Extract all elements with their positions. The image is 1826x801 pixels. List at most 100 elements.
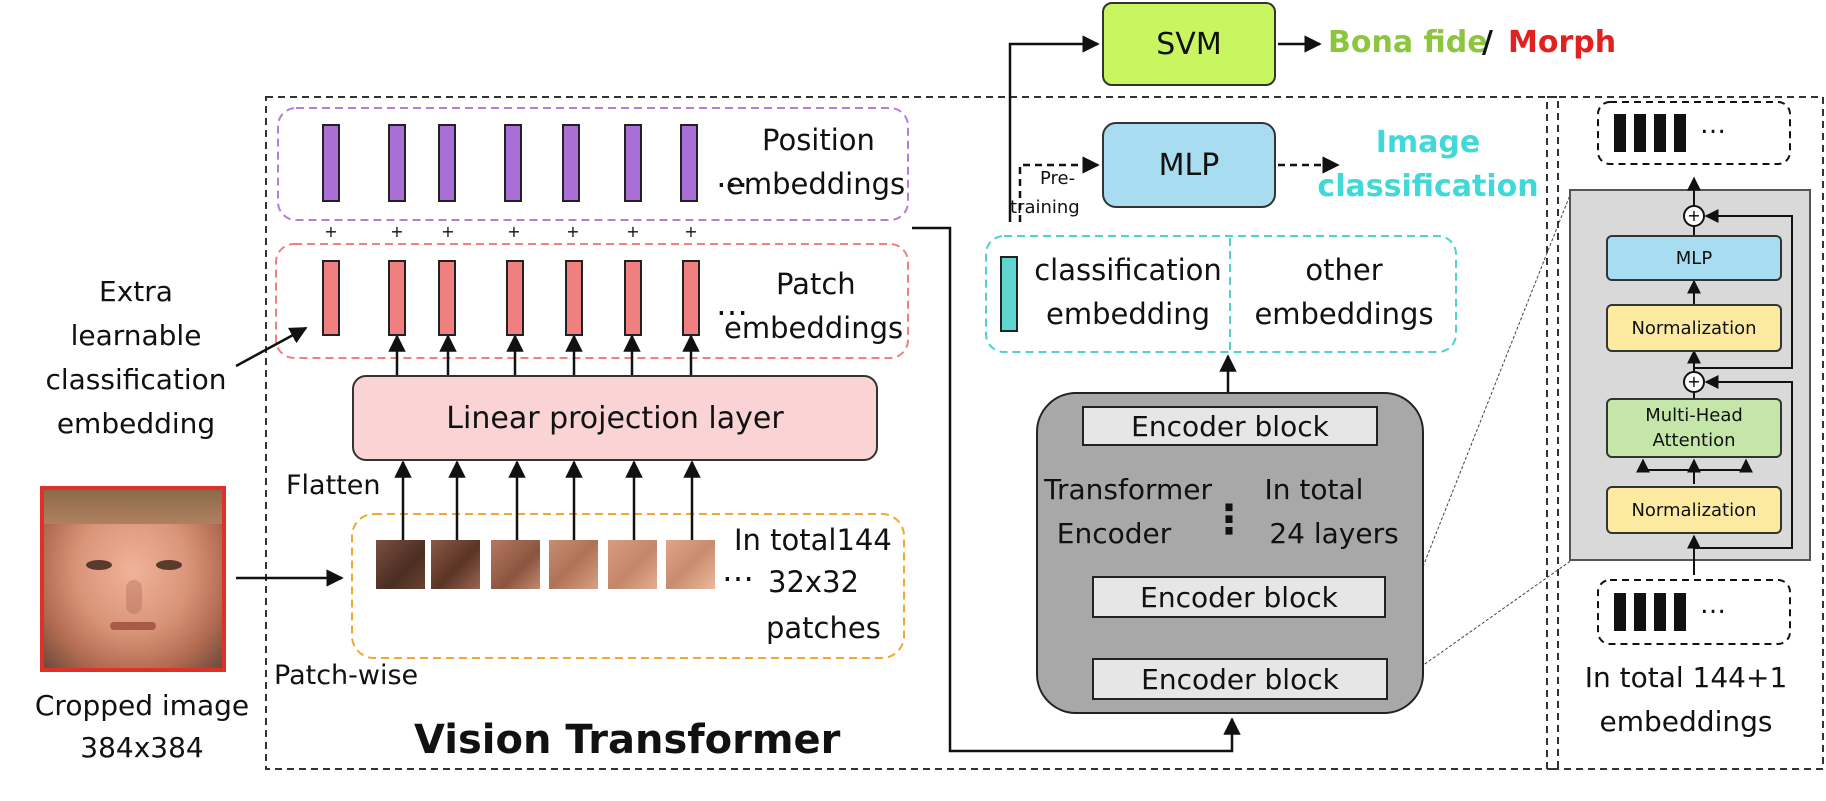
position-embeddings-label-line2: embeddings — [726, 167, 906, 201]
position-embedding-bar — [680, 124, 698, 202]
image-caption-line1: Cropped image — [34, 689, 250, 722]
vit-to-encoder-line — [912, 226, 1241, 753]
position-embedding-bar — [504, 124, 522, 202]
plus-sign: + — [566, 222, 580, 241]
svm-box: SVM — [1102, 2, 1276, 86]
position-embedding-bar — [438, 124, 456, 202]
plus-sign: + — [626, 222, 640, 241]
detail-output-tokens — [1597, 101, 1791, 165]
projection-arrows — [388, 334, 700, 375]
cropped-face-image — [40, 486, 226, 672]
patch-embedding-bar — [388, 260, 406, 336]
bona-fide-label: Bona fide — [1328, 25, 1488, 60]
position-ellipsis: … — [716, 157, 748, 195]
detail-normalization-bottom: Normalization — [1606, 486, 1782, 534]
position-embedding-bar — [624, 124, 642, 202]
flatten-label: Flatten — [286, 470, 381, 501]
patch-embedding-bar — [438, 260, 456, 336]
encoder-count-line1: In total — [1264, 473, 1364, 506]
patches-ellipsis: … — [722, 551, 754, 589]
extra-label-line3: classification — [45, 363, 227, 396]
plus-sign: + — [324, 222, 338, 241]
other-embeddings-line2: embeddings — [1254, 297, 1434, 331]
residual-add-bottom-sign: + — [1687, 372, 1700, 391]
detail-attention-line2: Attention — [1652, 430, 1736, 451]
transformer-encoder-label-line1: Transformer — [1043, 473, 1213, 506]
patches-label-line3: patches — [766, 611, 881, 645]
patch-embeddings-label-line1: Patch — [776, 267, 856, 301]
detail-input-token-bars — [1614, 593, 1686, 631]
plus-sign: + — [507, 222, 521, 241]
image-patch — [608, 540, 657, 589]
detail-total-line2: embeddings — [1599, 705, 1773, 738]
position-embedding-bar — [322, 124, 340, 202]
residual-add-top — [1683, 205, 1705, 227]
image-classification-line2: classification — [1317, 169, 1539, 204]
linear-projection-layer: Linear projection layer — [352, 375, 878, 461]
zoom-line-top — [1387, 189, 1573, 656]
image-patch — [491, 540, 540, 589]
encoder-block-top: Encoder block — [1082, 406, 1378, 446]
patches-label-line1: In total144 — [734, 523, 892, 557]
pretraining-label-line1: Pre- — [1040, 168, 1076, 189]
detail-input-ellipsis: … — [1700, 590, 1726, 620]
detail-attention-box: Multi-Head Attention — [1606, 398, 1782, 458]
patch-embeddings-group — [275, 243, 909, 359]
detail-normalization-top: Normalization — [1606, 304, 1782, 352]
classification-embedding-line1: classification — [1034, 253, 1222, 287]
other-embeddings-line1: other — [1305, 253, 1383, 287]
plus-sign: + — [441, 222, 455, 241]
position-embedding-bar — [562, 124, 580, 202]
extra-label-line1: Extra — [99, 275, 173, 308]
patches-group — [351, 513, 905, 659]
transformer-encoder-label-line2: Encoder — [1056, 517, 1172, 550]
extra-embedding-pointer — [235, 326, 308, 368]
classification-embedding-bar — [1000, 256, 1018, 332]
encoder-count-line2: 24 layers — [1269, 517, 1399, 550]
detail-total-line1: In total 144+1 — [1584, 661, 1788, 694]
patch-embedding-bar — [565, 260, 583, 336]
detail-output-token-bars — [1614, 114, 1686, 152]
patches-label-line2: 32x32 — [768, 565, 859, 599]
embedding-split-group — [985, 235, 1457, 353]
vit-frame — [265, 96, 1559, 770]
output-separator: / — [1482, 25, 1493, 60]
patch-embeddings-label-line2: embeddings — [724, 311, 904, 345]
extra-label-line2: learnable — [70, 319, 202, 352]
detail-attention-line1: Multi-Head — [1645, 404, 1743, 426]
detail-mlp-box: MLP — [1606, 235, 1782, 281]
patch-wise-label: Patch-wise — [274, 660, 419, 691]
position-embeddings-label-line1: Position — [762, 123, 875, 157]
detail-input-tokens — [1597, 579, 1791, 645]
classification-embedding-line2: embedding — [1045, 297, 1211, 331]
image-patch — [549, 540, 598, 589]
plus-sign: + — [390, 222, 404, 241]
patch-embedding-bar — [624, 260, 642, 336]
detail-output-ellipsis: … — [1700, 110, 1726, 140]
flatten-arrows — [394, 460, 701, 540]
encoder-repeat-dots: ⋮ — [1209, 497, 1249, 543]
encoder-detail-frame — [1546, 96, 1824, 770]
image-patch — [666, 540, 715, 589]
plus-sign: + — [684, 222, 698, 241]
patch-embedding-bar — [682, 260, 700, 336]
encoder-block-bottom: Encoder block — [1092, 658, 1388, 700]
image-patch — [431, 540, 480, 589]
residual-add-top-sign: + — [1687, 206, 1700, 225]
morph-label: Morph — [1508, 25, 1617, 60]
position-embedding-bar — [388, 124, 406, 202]
residual-add-bottom — [1683, 371, 1705, 393]
patch-ellipsis: … — [716, 285, 748, 323]
patch-embedding-bar — [506, 260, 524, 336]
to-svm-line — [1008, 35, 1100, 222]
patch-embedding-bar — [322, 260, 340, 336]
detail-flow — [1636, 176, 1793, 575]
encoder-block-middle: Encoder block — [1092, 576, 1386, 618]
image-patch — [376, 540, 425, 589]
extra-label-line4: embedding — [56, 407, 216, 440]
mlp-head-box: MLP — [1102, 122, 1276, 208]
pretraining-line — [1018, 156, 1100, 222]
image-caption-line2: 384x384 — [80, 731, 204, 764]
pretraining-label-line2: training — [1010, 197, 1080, 218]
